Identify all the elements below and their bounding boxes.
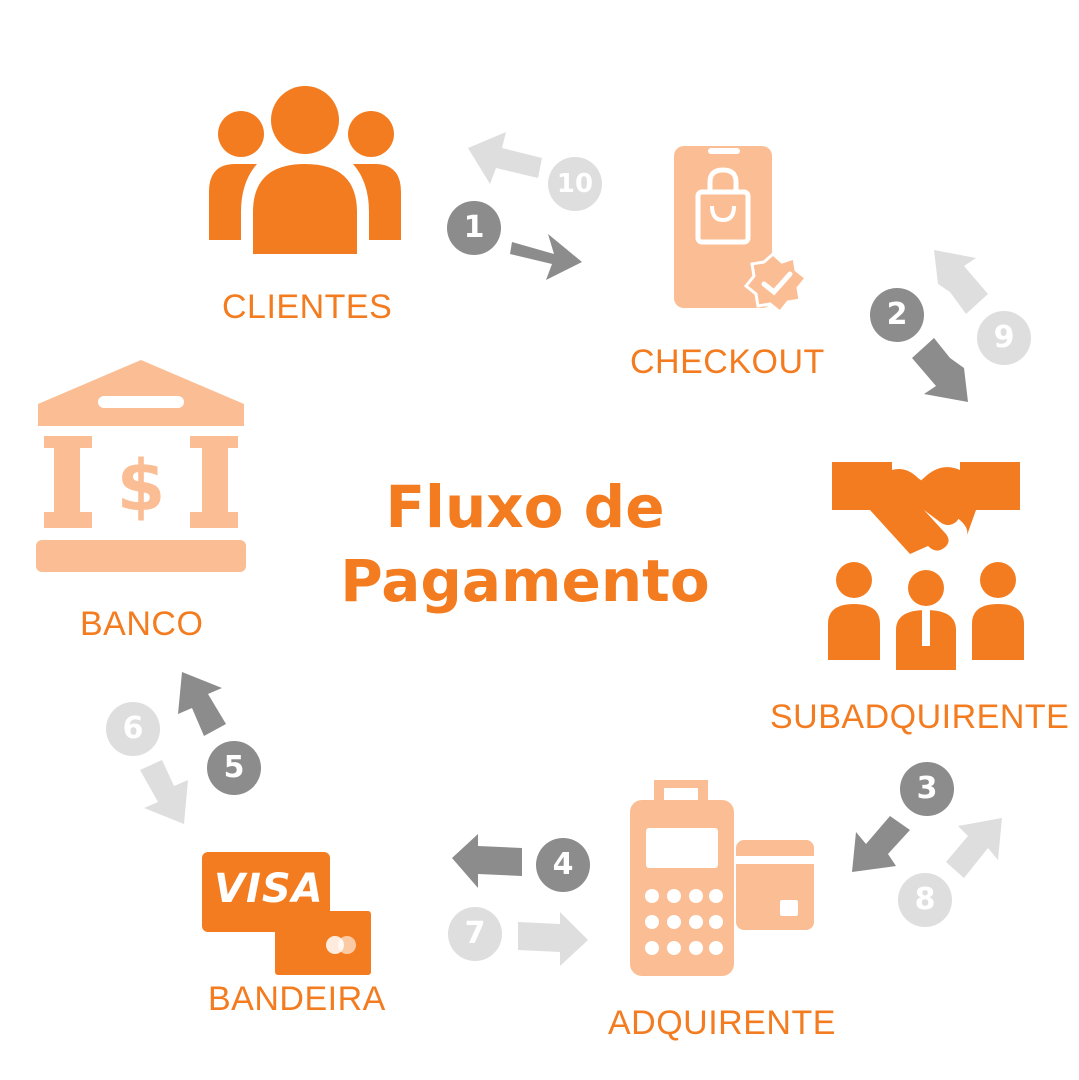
step-badge-10: 10 bbox=[548, 157, 602, 211]
node-label-subadquirente: SUBADQUIRENTE bbox=[770, 698, 1070, 736]
credit-card-icon: VISA bbox=[202, 852, 374, 978]
diagram-title: Fluxo de Pagamento bbox=[300, 470, 750, 618]
title-line-1: Fluxo de bbox=[385, 473, 665, 541]
step-badge-3: 3 bbox=[900, 762, 954, 816]
node-label-checkout: CHECKOUT bbox=[630, 343, 825, 381]
arrow-sub-to-adquirente bbox=[852, 816, 910, 872]
step-badge-9: 9 bbox=[977, 311, 1031, 365]
mastercard-logo bbox=[326, 936, 356, 956]
step-badge-1: 1 bbox=[447, 201, 501, 255]
arrow-adquirente-to-bandeira bbox=[452, 834, 522, 888]
step-badge-7: 7 bbox=[448, 907, 502, 961]
node-label-banco: BANCO bbox=[80, 605, 204, 643]
step-badge-4: 4 bbox=[536, 838, 590, 892]
arrow-sub-to-checkout bbox=[934, 250, 988, 314]
node-label-clientes: CLIENTES bbox=[222, 288, 393, 326]
title-line-2: Pagamento bbox=[340, 547, 710, 615]
svg-text:$: $ bbox=[117, 445, 166, 527]
arrow-banco-to-bandeira bbox=[140, 760, 188, 824]
visa-logo: VISA bbox=[214, 866, 324, 912]
card-terminal-icon bbox=[630, 780, 814, 976]
phone-shopping-bag-icon bbox=[674, 146, 809, 315]
people-group-icon bbox=[209, 86, 401, 254]
step-badge-8: 8 bbox=[898, 873, 952, 927]
arrow-bandeira-to-banco bbox=[178, 672, 226, 736]
arrow-clientes-to-checkout bbox=[510, 234, 582, 280]
arrow-adquirente-to-sub bbox=[946, 818, 1002, 878]
arrow-checkout-to-clientes bbox=[468, 132, 542, 184]
arrow-checkout-to-sub bbox=[912, 338, 968, 402]
arrow-bandeira-to-adquirente bbox=[518, 912, 588, 966]
handshake-people-icon bbox=[828, 462, 1024, 670]
step-badge-2: 2 bbox=[870, 288, 924, 342]
node-label-adquirente: ADQUIRENTE bbox=[608, 1004, 836, 1042]
step-badge-6: 6 bbox=[106, 702, 160, 756]
node-label-bandeira: BANDEIRA bbox=[208, 980, 386, 1018]
step-badge-5: 5 bbox=[207, 741, 261, 795]
card-front bbox=[202, 852, 330, 932]
bank-building-icon: $ bbox=[36, 360, 246, 572]
